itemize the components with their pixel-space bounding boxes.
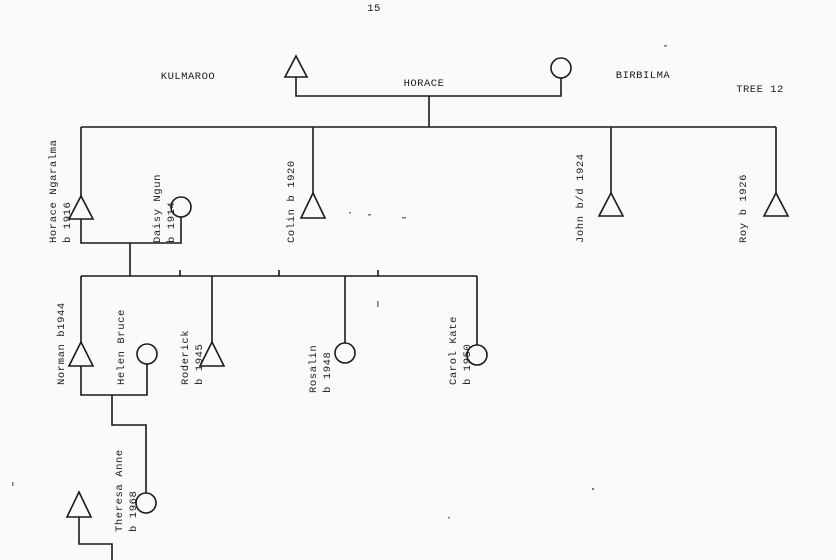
name-label-rosalin: Rosalin [308,345,320,393]
scan-speck [448,517,450,519]
tree-label: TREE 12 [736,84,784,96]
female-symbol-carol [466,344,488,366]
name-label-theresa: Theresa Anne [114,449,126,532]
label-roy: Roy b 1926 [738,174,750,243]
label-norman: Norman b1944 [56,302,68,385]
birth-label-roderick: b 1945 [194,344,206,385]
birth-label-rosalin: b 1948 [322,352,334,393]
scan-speck [402,217,406,219]
name-label-carol: Carol Kate [448,316,460,385]
female-symbol-theresa [135,492,157,514]
group-label-birbilma: BIRBILMA [616,70,671,82]
scan-speck [592,488,594,490]
male-symbol-roderick [198,340,226,367]
male-symbol-roy [762,191,790,217]
birth-label-carol: b 1950 [462,344,474,385]
marriage-line-norman-helen [80,364,148,396]
female-symbol-rosalin [334,342,356,364]
couple-label-horace: HORACE [404,78,445,90]
marriage-line-horace-daisy [80,217,182,244]
birth-label-daisy: b 1914 [166,202,178,243]
male-symbol-colin [299,191,327,219]
female-symbol-horace-spouse [550,57,572,79]
scan-speck [12,482,14,486]
birth-label-horace: b 1916 [62,202,74,243]
birth-label-theresa: b 1968 [128,491,140,532]
male-symbol-theresa-spouse [65,490,93,518]
male-symbol-horace-sr [283,54,309,78]
label-colin: Colin b 1920 [286,160,298,243]
name-label-daisy: Daisy Ngun [152,174,164,243]
sibling-line-ticks [179,270,379,276]
group-label-kulmaroo: KULMAROO [161,71,215,83]
female-symbol-helen [136,343,158,365]
scan-speck [368,214,371,216]
page-number: 15 [367,3,381,15]
descent-line-gen3 [111,395,147,493]
name-label-roderick: Roderick [180,330,192,385]
male-symbol-john [597,191,625,217]
label-john: John b/d 1924 [575,153,587,243]
label-helen: Helen Bruce [116,309,128,385]
scan-speck [377,301,379,307]
scan-speck [349,212,351,214]
scan-speck [664,45,667,47]
name-label-horace: Horace Ngaralma [48,139,60,243]
marriage-line-gen4 [78,517,113,560]
male-symbol-norman [67,340,95,367]
